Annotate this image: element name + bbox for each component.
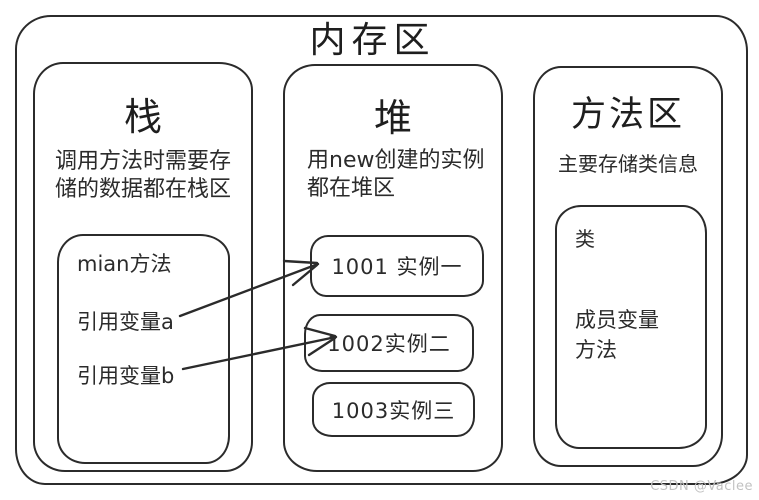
heap-panel: 堆 用new创建的实例 都在堆区 1001 实例一 1002实例二 1003实例… bbox=[283, 64, 503, 472]
class-info-box: 类 成员变量 方法 bbox=[555, 205, 707, 449]
reference-variable-a: 引用变量a bbox=[77, 310, 174, 334]
method-area-panel: 方法区 主要存储类信息 类 成员变量 方法 bbox=[533, 66, 723, 467]
main-method-frame-title: mian方法 bbox=[77, 252, 172, 276]
reference-variable-b: 引用变量b bbox=[77, 364, 175, 388]
class-box-title: 类 bbox=[575, 227, 595, 251]
method-area-description: 主要存储类信息 bbox=[558, 152, 698, 176]
stack-panel-title: 栈 bbox=[123, 95, 162, 139]
stack-panel-description: 调用方法时需要存 储的数据都在栈区 bbox=[55, 149, 232, 203]
main-method-frame-box: mian方法 引用变量a 引用变量b bbox=[57, 234, 230, 464]
method-area-title: 方法区 bbox=[570, 95, 685, 135]
heap-instance-1003: 1003实例三 bbox=[312, 382, 475, 437]
stack-panel: 栈 调用方法时需要存 储的数据都在栈区 mian方法 引用变量a 引用变量b bbox=[33, 62, 253, 472]
heap-panel-description: 用new创建的实例 都在堆区 bbox=[307, 148, 485, 202]
heap-panel-title: 堆 bbox=[373, 96, 412, 140]
memory-area-box bbox=[15, 15, 748, 485]
page-title: 内存区 bbox=[309, 20, 436, 61]
heap-instance-1002: 1002实例二 bbox=[304, 314, 474, 372]
watermark: CSDN @Vaclee bbox=[650, 479, 753, 494]
heap-instance-1001: 1001 实例一 bbox=[310, 235, 484, 297]
class-box-members: 成员变量 方法 bbox=[575, 308, 659, 363]
